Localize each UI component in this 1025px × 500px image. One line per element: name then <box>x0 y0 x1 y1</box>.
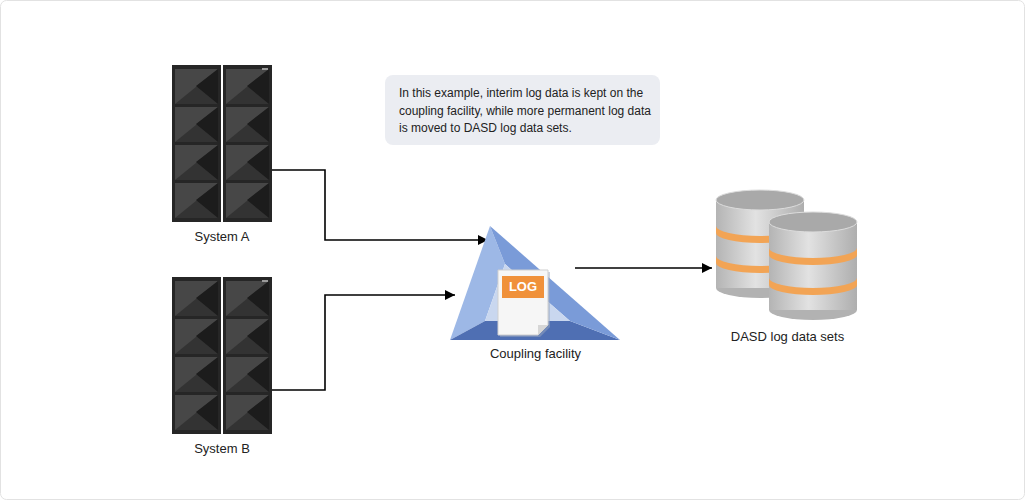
disk-stack <box>769 212 857 320</box>
document-band <box>502 276 544 298</box>
coupling-facility: Coupling facilityLOG <box>448 222 623 364</box>
server-logo <box>262 68 268 70</box>
facility-label: Coupling facility <box>438 346 633 362</box>
server-rack <box>223 65 272 222</box>
arrow-connector <box>272 170 488 240</box>
storage-label: DASD log data sets <box>695 329 880 345</box>
system-label: System B <box>152 441 292 457</box>
server-rack <box>172 277 221 434</box>
log-document: LOG <box>498 270 548 335</box>
disk-storage-illustration <box>716 190 857 320</box>
server-rack <box>172 65 221 222</box>
system-server: System B <box>172 277 272 459</box>
server-illustration <box>172 277 272 434</box>
server-illustration <box>172 65 272 222</box>
arrow-connector <box>272 295 455 390</box>
arrow-connector <box>575 267 712 269</box>
triangle-face <box>490 226 620 340</box>
dasd-storage: DASD log data sets <box>705 192 870 347</box>
document-fold <box>538 325 548 335</box>
system-server: System A <box>172 65 272 247</box>
document-page <box>498 270 548 335</box>
server-logo <box>262 280 268 282</box>
note-text: In this example, interim log data is kep… <box>399 85 654 138</box>
note-callout: In this example, interim log data is kep… <box>385 75 660 145</box>
log-text: LOG <box>502 276 544 298</box>
system-label: System A <box>152 229 292 245</box>
server-rack <box>223 277 272 434</box>
